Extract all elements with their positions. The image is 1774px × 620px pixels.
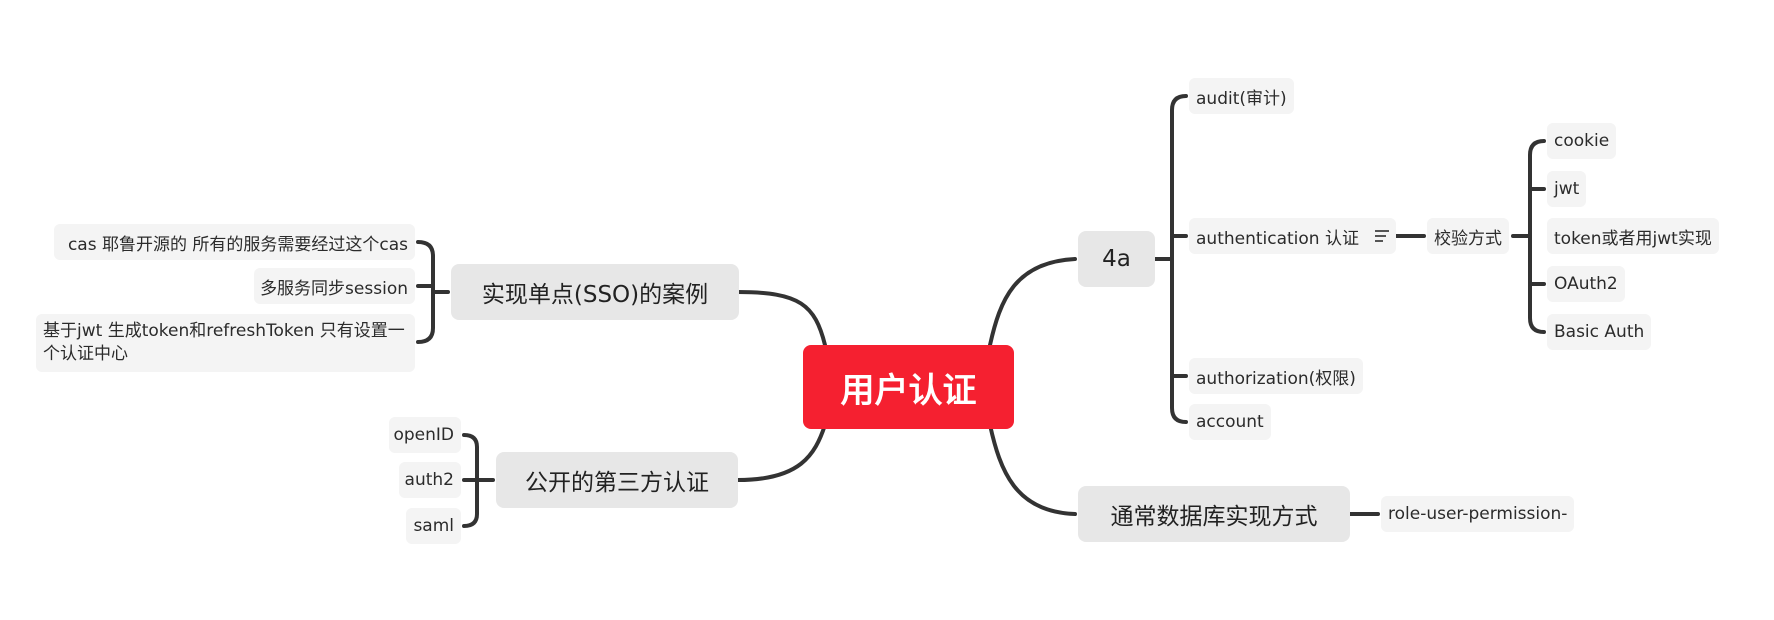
sso-item-jwt[interactable]: 基于jwt 生成token和refreshToken 只有设置一个认证中心 [36,314,415,372]
third-party-item-auth2[interactable]: auth2 [399,462,461,498]
third-party-item-saml[interactable]: saml [406,508,461,544]
topic-database-implementation[interactable]: 通常数据库实现方式 [1078,486,1350,542]
topic-4a-label: 4a [1102,246,1131,272]
sso-item-session[interactable]: 多服务同步session [254,268,415,304]
sso-item-label: 基于jwt 生成token和refreshToken 只有设置一个认证中心 [43,321,405,364]
subtopic-verify-method-label: 校验方式 [1434,228,1502,249]
topic-sso-label: 实现单点(SSO)的案例 [481,282,709,308]
sso-item-label: 多服务同步session [260,278,408,299]
verify-item-label: Basic Auth [1554,322,1645,342]
third-party-item-label: auth2 [404,470,454,490]
third-party-item-openid[interactable]: openID [389,417,461,453]
central-topic-label: 用户认证 [840,370,977,411]
third-party-item-label: saml [413,516,454,536]
subtopic-authentication[interactable]: authentication 认证 [1189,218,1396,254]
verify-item-label: token或者用jwt实现 [1554,228,1712,249]
topic-third-party-label: 公开的第三方认证 [525,470,709,496]
central-topic[interactable]: 用户认证 [803,345,1014,429]
subtopic-authorization[interactable]: authorization(权限) [1189,358,1363,394]
subtopic-account[interactable]: account [1189,404,1271,440]
subtopic-audit-label: audit(审计) [1196,88,1287,109]
subtopic-audit[interactable]: audit(审计) [1189,78,1294,114]
verify-item-cookie[interactable]: cookie [1547,123,1617,159]
topic-database-label: 通常数据库实现方式 [1110,504,1318,530]
topic-4a[interactable]: 4a [1078,231,1155,287]
verify-item-label: jwt [1554,179,1580,199]
verify-item-token[interactable]: token或者用jwt实现 [1547,218,1719,254]
verify-item-oauth2[interactable]: OAuth2 [1547,266,1625,302]
note-icon[interactable] [1375,230,1389,242]
subtopic-role-user-permission-label: role-user-permission- [1388,504,1568,524]
sso-item-cas[interactable]: cas 耶鲁开源的 所有的服务需要经过这个cas [54,224,415,260]
subtopic-account-label: account [1196,412,1264,432]
verify-item-label: OAuth2 [1554,274,1618,294]
verify-item-label: cookie [1554,131,1610,151]
third-party-item-label: openID [393,425,454,445]
verify-item-jwt[interactable]: jwt [1547,171,1587,207]
subtopic-role-user-permission[interactable]: role-user-permission- [1381,496,1575,532]
topic-sso-cases[interactable]: 实现单点(SSO)的案例 [451,264,739,320]
sso-item-label: cas 耶鲁开源的 所有的服务需要经过这个cas [67,234,408,255]
subtopic-authorization-label: authorization(权限) [1196,368,1356,389]
subtopic-authentication-label: authentication 认证 [1196,228,1359,249]
subtopic-verify-method[interactable]: 校验方式 [1427,218,1509,254]
topic-third-party-auth[interactable]: 公开的第三方认证 [496,452,738,508]
verify-item-basic-auth[interactable]: Basic Auth [1547,314,1652,350]
